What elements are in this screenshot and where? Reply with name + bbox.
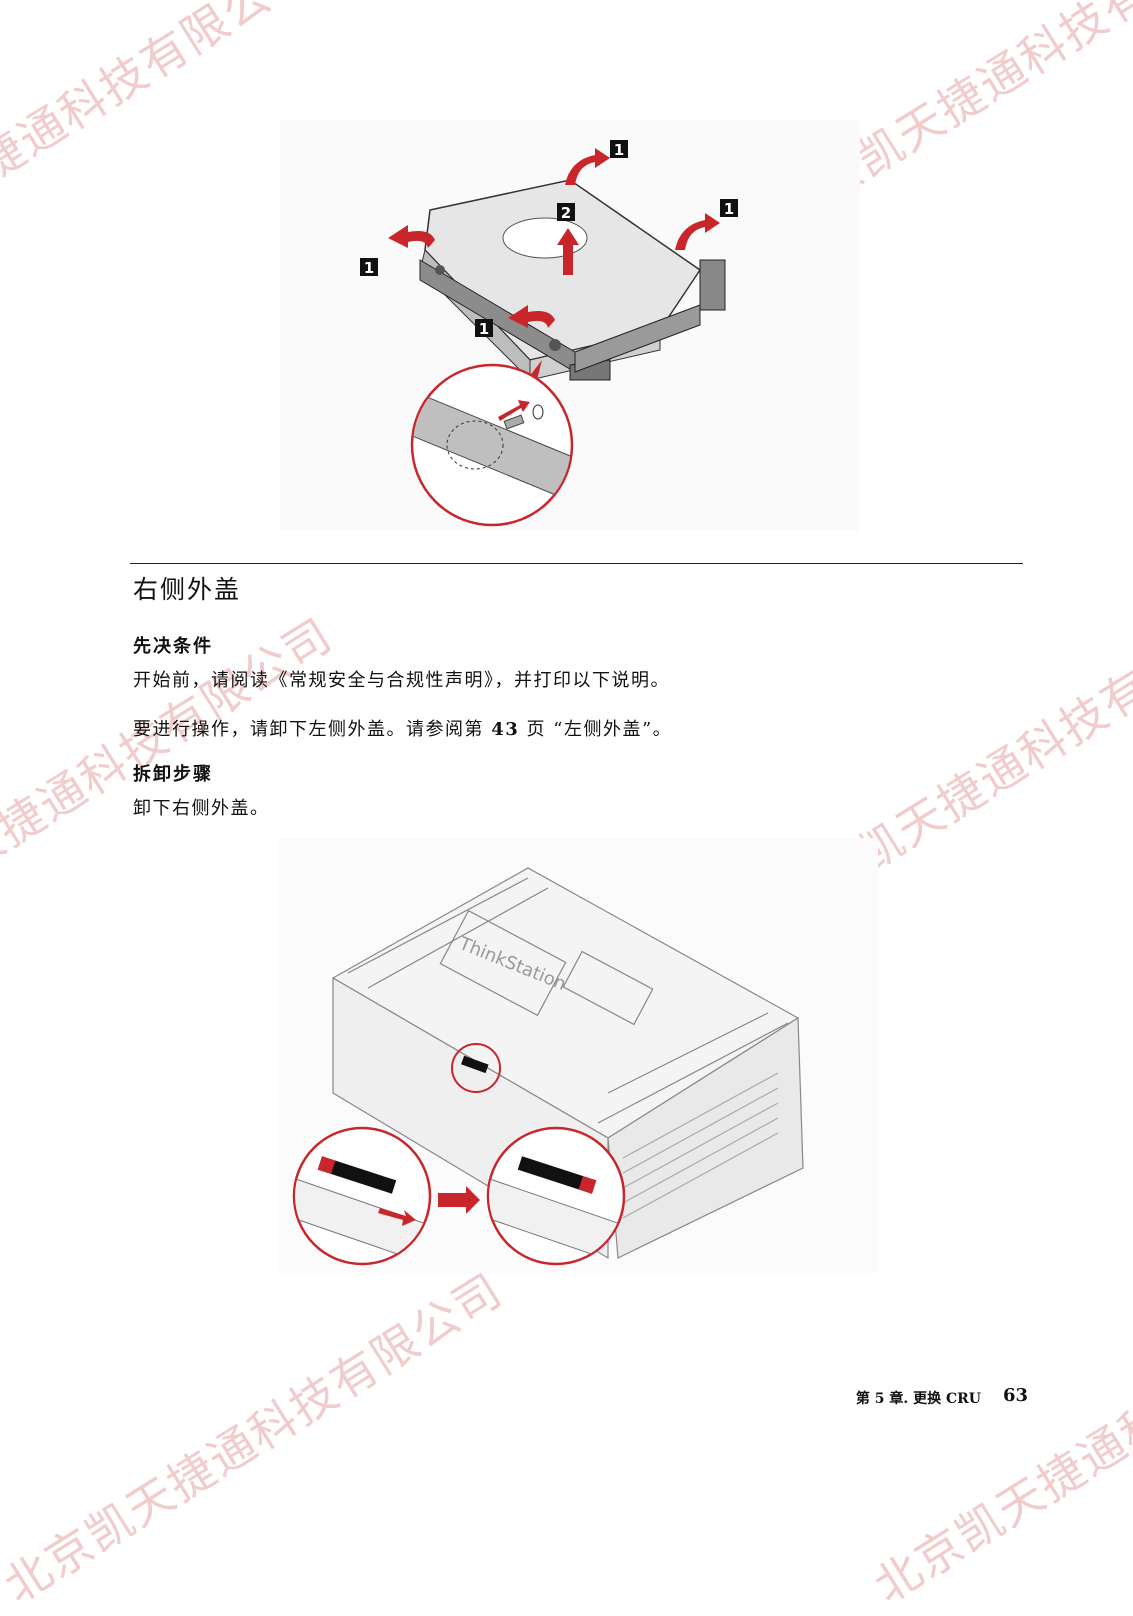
prerequisites-text-2: 要进行操作，请卸下左侧外盖。请参阅第 43 页 “左侧外盖”。 xyxy=(133,715,672,741)
callout-badge-2: 2 xyxy=(557,203,575,222)
callout-badge-1c: 1 xyxy=(360,258,378,277)
prereq2-prefix: 要进行操作，请卸下左侧外盖。请参阅第 xyxy=(133,719,492,740)
chassis-cover-figure: ThinkStation xyxy=(278,838,878,1273)
prereq2-page-link[interactable]: 43 xyxy=(491,719,520,740)
latch-detail-closed xyxy=(292,1126,432,1266)
latch-highlight-circle xyxy=(451,1043,501,1093)
watermark-bottom-right: 北京凯天捷通科技有限公司 xyxy=(864,1262,1133,1614)
sequence-arrow xyxy=(438,1186,480,1214)
section-title: 右侧外盖 xyxy=(133,575,242,604)
section-divider xyxy=(130,563,1023,564)
prerequisites-text: 开始前，请阅读《常规安全与合规性声明》，并打印以下说明。 xyxy=(133,670,670,691)
callout-badge-1b: 1 xyxy=(720,199,738,218)
prerequisites-heading: 先决条件 xyxy=(133,636,213,657)
footer-chapter: 第 5 章. 更换 CRU xyxy=(855,1391,981,1407)
removal-text: 卸下右侧外盖。 xyxy=(133,798,270,819)
callout-badge-1d: 1 xyxy=(475,319,493,338)
page-number: 63 xyxy=(1003,1385,1029,1406)
latch-detail-open xyxy=(486,1126,626,1266)
prereq2-suffix: 页 “左侧外盖”。 xyxy=(519,719,673,740)
removal-arrows xyxy=(388,148,720,328)
svg-text:1: 1 xyxy=(479,320,489,338)
svg-text:2: 2 xyxy=(561,204,571,222)
hdd-bracket-figure: 1 2 1 1 1 xyxy=(280,120,860,530)
hard-drive-illustration xyxy=(419,179,726,382)
watermark-top-left: 北京凯天捷通科技有限公司 xyxy=(0,0,322,294)
svg-text:1: 1 xyxy=(364,259,374,277)
removal-heading: 拆卸步骤 xyxy=(133,764,213,785)
callout-badge-1a: 1 xyxy=(610,140,628,159)
zoom-detail-circle xyxy=(410,360,574,527)
svg-text:1: 1 xyxy=(724,200,734,218)
watermark-bottom-left: 北京凯天捷通科技有限公司 xyxy=(0,1262,512,1614)
svg-text:1: 1 xyxy=(614,141,624,159)
